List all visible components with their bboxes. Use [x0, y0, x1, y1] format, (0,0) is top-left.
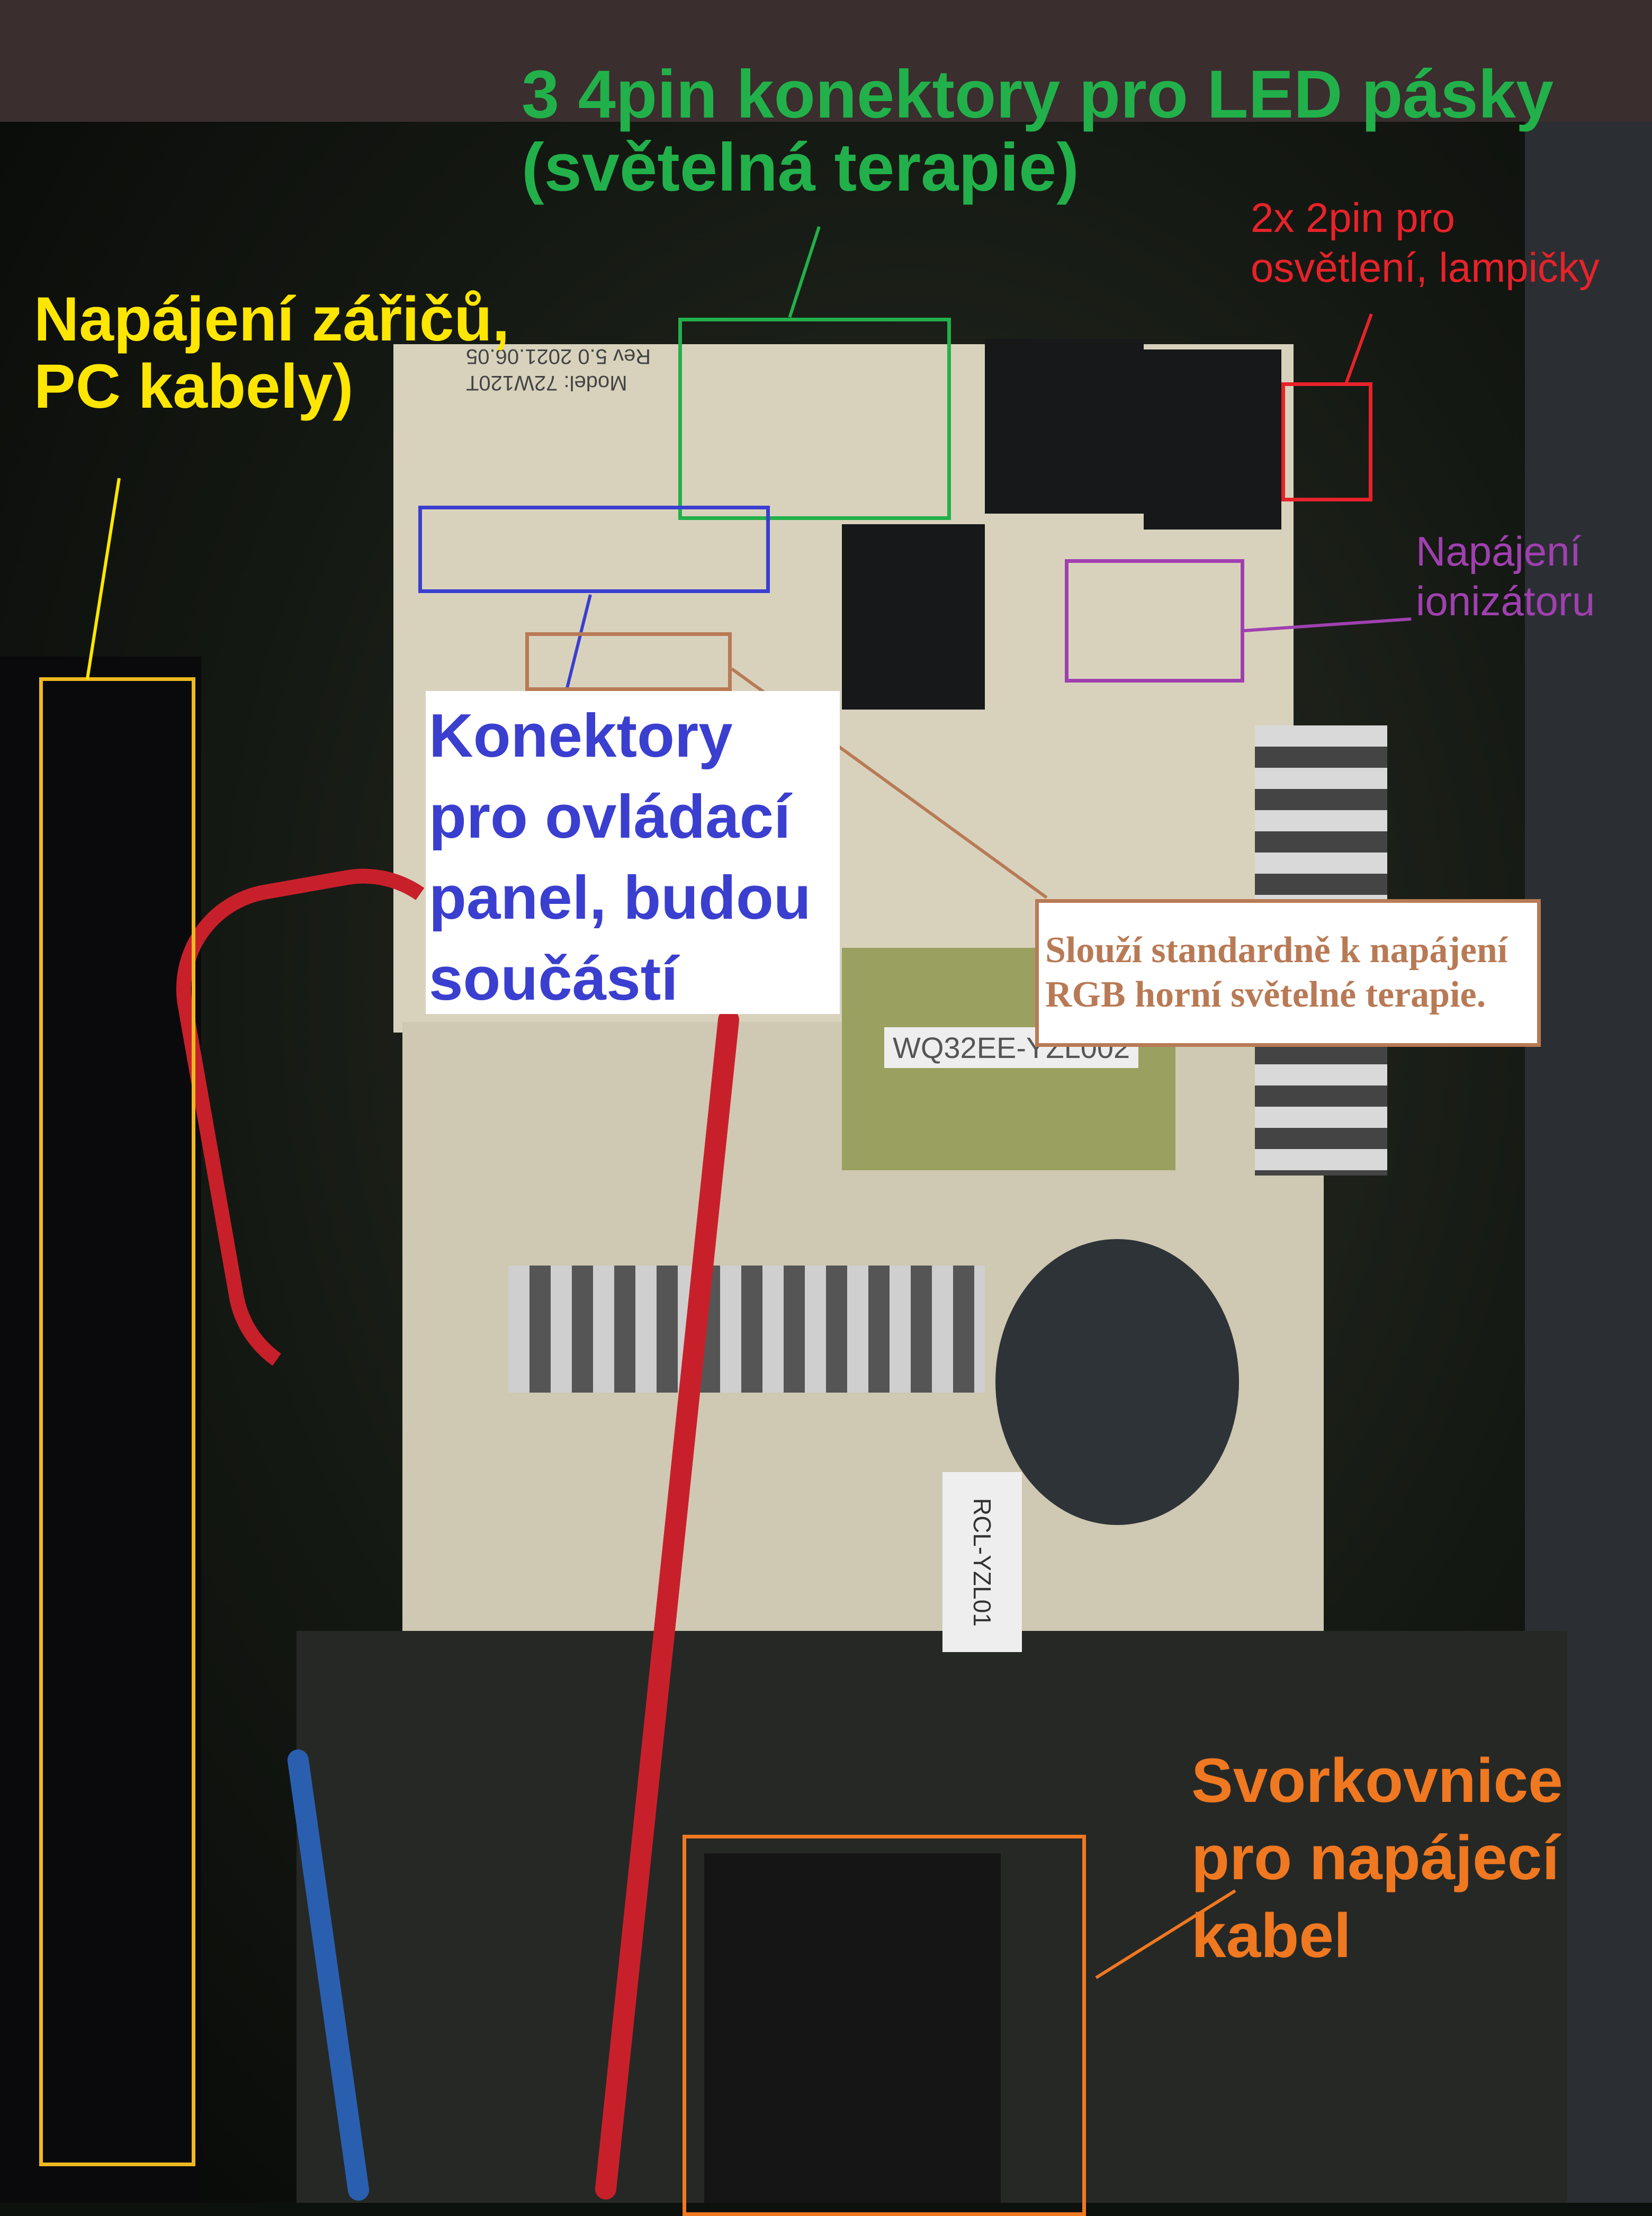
relay: [985, 339, 1144, 514]
ionizer-line: Napájení: [1416, 528, 1582, 575]
rgb-note-line: Slouží standardně k napájení: [1045, 930, 1508, 971]
emitter-power-box: [39, 677, 195, 2166]
terminal-block-line: pro napájecí: [1191, 1823, 1560, 1894]
choke-label: RCL-YZL01: [942, 1472, 1022, 1652]
led-connectors-line: 3 4pin konektory pro LED pásky: [522, 57, 1554, 132]
ionizer-label: Napájení ionizátoru: [1416, 527, 1595, 626]
terminal-block-line: kabel: [1191, 1900, 1351, 1971]
lighting-connectors-label: 2x 2pin pro osvětlení, lampičky: [1251, 193, 1600, 292]
emitter-power-line: Napájení zářičů,: [34, 284, 510, 354]
rgb-note-label: Slouží standardně k napájení RGB horní s…: [1035, 899, 1541, 1047]
terminal-block-label: Svorkovnice pro napájecí kabel: [1191, 1742, 1563, 1975]
terminal-block: [704, 1853, 1001, 2203]
control-panel-line: pro ovládací: [429, 782, 791, 851]
led-connectors-line: (světelná terapie): [522, 130, 1079, 206]
lighting-connectors-line: osvětlení, lampičky: [1251, 244, 1600, 291]
terminal-block-box: [683, 1835, 1086, 2216]
relay: [842, 524, 985, 710]
control-panel-box: [418, 506, 770, 593]
ionizer-box: [1065, 559, 1244, 683]
heatsink: [508, 1266, 985, 1393]
ionizer-line: ionizátoru: [1416, 577, 1595, 624]
emitter-power-line: PC kabely): [34, 352, 354, 422]
lighting-connectors-box: [1281, 382, 1372, 501]
led-connectors-label: 3 4pin konektory pro LED pásky (světelná…: [522, 58, 1554, 204]
control-panel-line: součástí: [429, 944, 678, 1013]
control-panel-line: panel, budou: [429, 863, 811, 932]
led-connectors-box: [678, 318, 951, 520]
control-panel-line: Konektory: [429, 701, 733, 770]
rgb-note-line: RGB horní světelné terapie.: [1045, 974, 1486, 1015]
capacitor: [995, 1239, 1239, 1525]
lighting-connectors-line: 2x 2pin pro: [1251, 194, 1455, 241]
relay: [1144, 349, 1281, 530]
panel-connector-box: [525, 632, 732, 691]
control-panel-label: Konektory pro ovládací panel, budou souč…: [426, 691, 840, 1014]
carpet: [0, 0, 1652, 122]
emitter-power-label: Napájení zářičů, PC kabely): [34, 284, 510, 422]
side-panel: [0, 657, 201, 2203]
terminal-block-line: Svorkovnice: [1191, 1746, 1563, 1816]
